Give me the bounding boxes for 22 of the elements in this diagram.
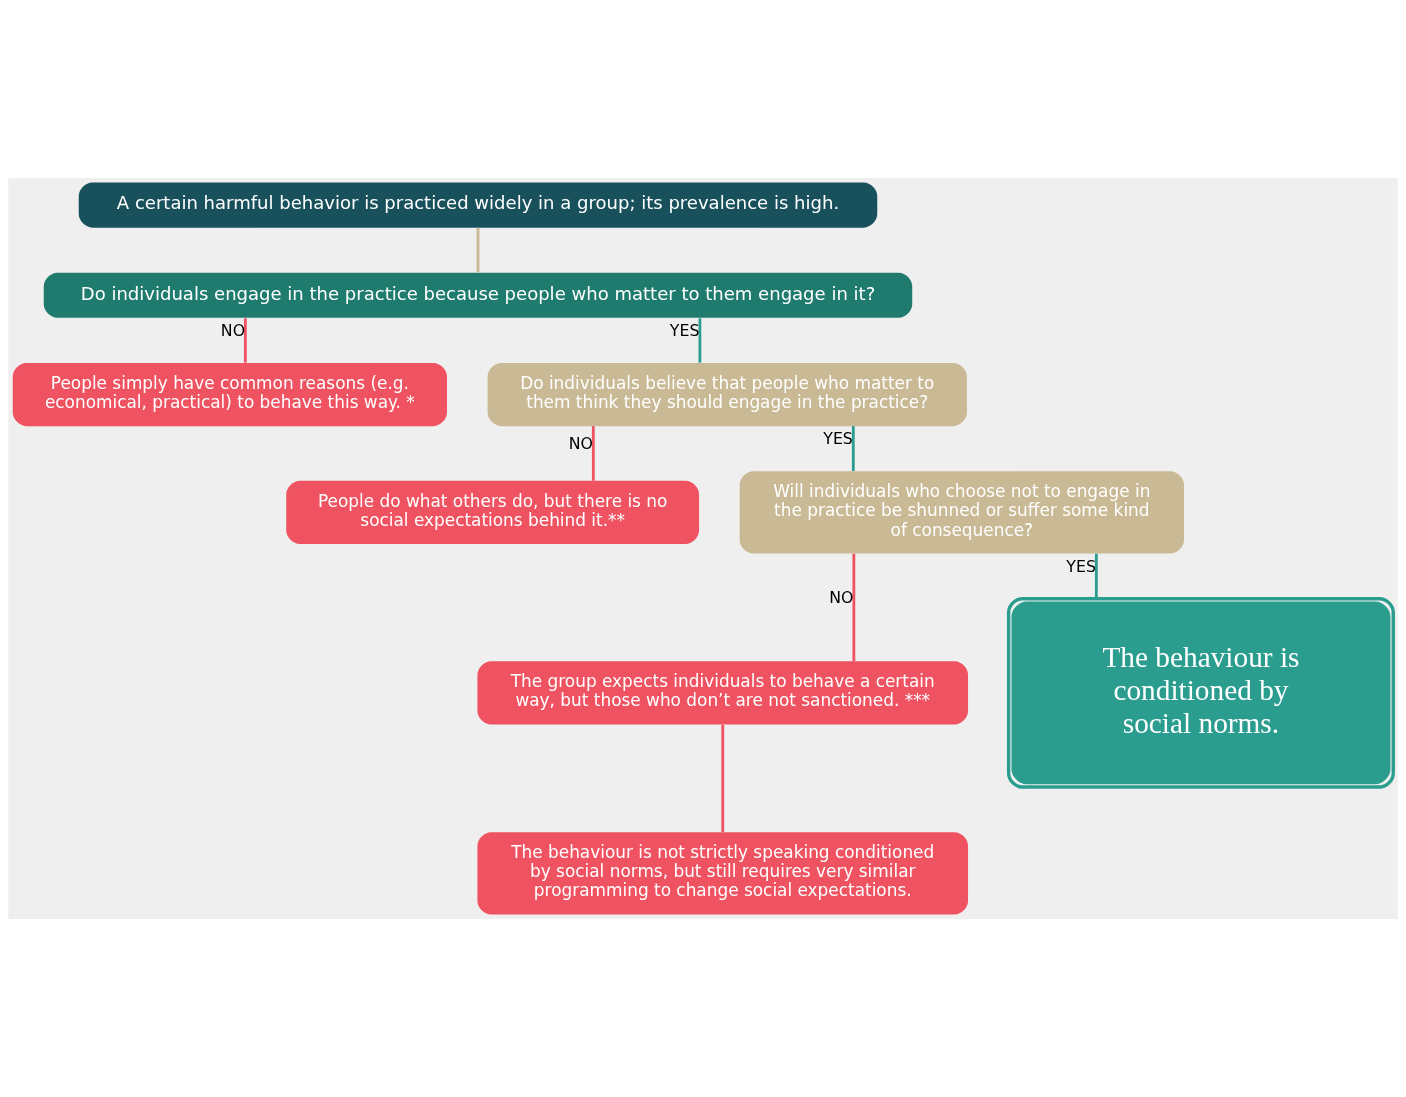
connector xyxy=(243,318,247,363)
edge-label: NO xyxy=(568,434,594,454)
edge-label: YES xyxy=(823,429,853,449)
edge-label: YES xyxy=(1066,556,1096,576)
node-box: Do individuals believe that people who matter to them think they should engage in the practice? xyxy=(487,362,967,427)
node-box: People simply have common reasons (e.g. economical, practical) to behave this way. * xyxy=(12,362,447,427)
node-box: Do individuals engage in the practice because people who matter to them engage in it? xyxy=(43,272,913,318)
node-box: Will individuals who choose not to engage in the practice be shunned or suffer some kind of consequence? xyxy=(739,471,1185,554)
connector xyxy=(852,553,856,662)
node-box: The behaviour is conditioned by social norms. xyxy=(1006,597,1395,789)
connector xyxy=(1094,553,1098,599)
node-box: A certain harmful behavior is practiced widely in a group; its prevalence is high. xyxy=(78,182,878,228)
edge-label: NO xyxy=(829,588,854,608)
connector xyxy=(476,227,480,273)
node-box: The behaviour is not strictly speaking conditioned by social norms, but still requires very similar programming to change social expectations. xyxy=(477,832,969,915)
connector xyxy=(591,426,595,481)
node-box: People do what others do, but there is no social expectations behind it.** xyxy=(286,480,700,544)
edge-label: YES xyxy=(669,321,700,341)
connector xyxy=(721,724,725,832)
node-box: The group expects individuals to behave a certain way, but those who don’t are not sanctioned. *** xyxy=(477,661,969,725)
connector xyxy=(851,426,855,471)
connector xyxy=(698,318,702,363)
